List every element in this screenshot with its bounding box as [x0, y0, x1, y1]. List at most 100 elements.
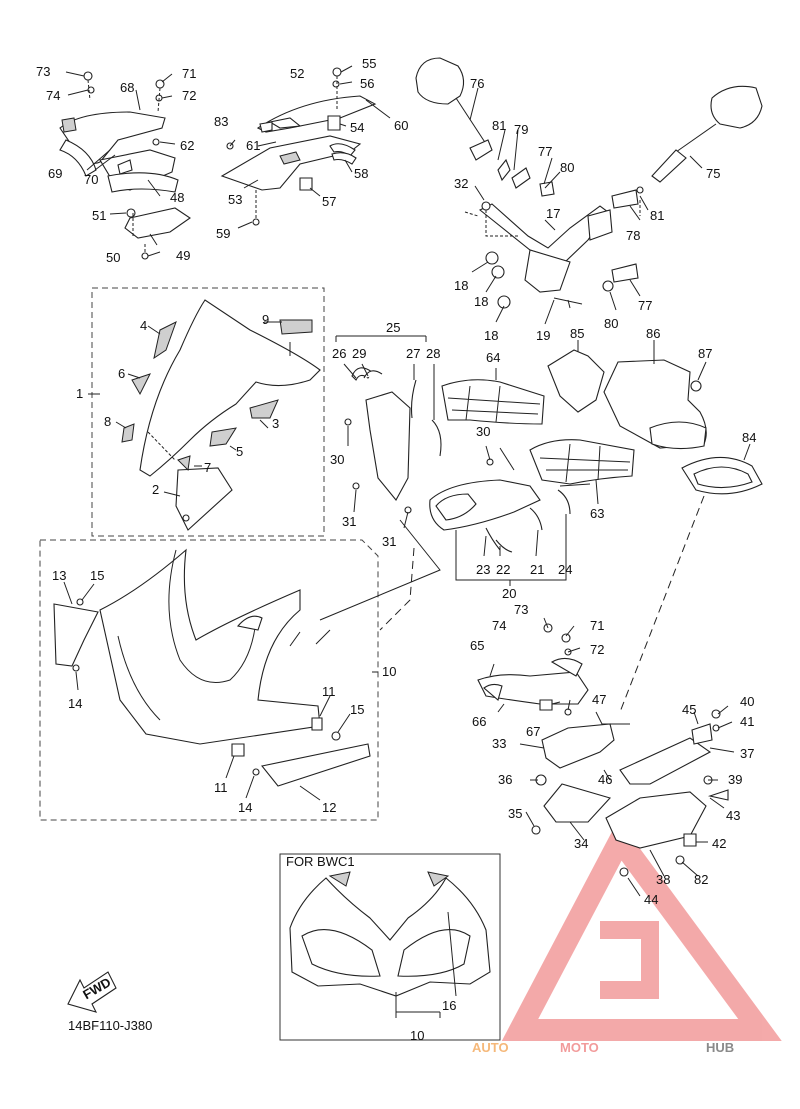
- callout-80: 80: [604, 316, 618, 331]
- callout-77: 77: [538, 144, 552, 159]
- callout-39: 39: [728, 772, 742, 787]
- callout-15: 15: [350, 702, 364, 717]
- callout-20: 20: [502, 586, 516, 601]
- windshield-assembly: [88, 299, 321, 531]
- callout-24: 24: [558, 562, 572, 577]
- callout-1: 1: [76, 386, 83, 401]
- callout-11: 11: [214, 780, 228, 795]
- callout-30: 30: [476, 424, 490, 439]
- callout-79: 79: [514, 122, 528, 137]
- callout-43: 43: [726, 808, 740, 823]
- callout-85: 85: [570, 326, 584, 341]
- callout-74: 74: [46, 88, 60, 103]
- callout-46: 46: [598, 772, 612, 787]
- duct-64: [441, 368, 545, 425]
- callout-25: 25: [386, 320, 400, 335]
- callout-40: 40: [740, 694, 754, 709]
- callout-61: 61: [246, 138, 260, 153]
- side-duct-assembly: [477, 617, 735, 897]
- callout-86: 86: [646, 326, 660, 341]
- callout-35: 35: [508, 806, 522, 821]
- callout-30: 30: [330, 452, 344, 467]
- callout-7: 7: [204, 460, 211, 475]
- callout-14: 14: [68, 696, 82, 711]
- callout-2: 2: [152, 482, 159, 497]
- callout-19: 19: [536, 328, 550, 343]
- callout-38: 38: [656, 872, 670, 887]
- watermark-text: AUTO MOTO HUB: [472, 1040, 734, 1055]
- callout-6: 6: [118, 366, 125, 381]
- callout-76: 76: [470, 76, 484, 91]
- callout-82: 82: [694, 872, 708, 887]
- callout-75: 75: [706, 166, 720, 181]
- upper-bracket-assembly: [59, 71, 191, 260]
- callout-67: 67: [526, 724, 540, 739]
- callout-80: 80: [560, 160, 574, 175]
- watermark-logo: [501, 819, 782, 1041]
- bwc-box: [279, 853, 501, 1041]
- callout-44: 44: [644, 892, 658, 907]
- callout-42: 42: [712, 836, 726, 851]
- callout-14: 14: [238, 800, 252, 815]
- callout-55: 55: [362, 56, 376, 71]
- callout-83: 83: [214, 114, 228, 129]
- watermark-moto: MOTO: [560, 1040, 599, 1055]
- callout-71: 71: [590, 618, 604, 633]
- callout-62: 62: [180, 138, 194, 153]
- callout-26: 26: [332, 346, 346, 361]
- callout-23: 23: [476, 562, 490, 577]
- callout-29: 29: [352, 346, 366, 361]
- callout-12: 12: [322, 800, 336, 815]
- bwc-cowling: [289, 871, 491, 1018]
- callout-32: 32: [454, 176, 468, 191]
- callout-31: 31: [382, 534, 396, 549]
- callout-73: 73: [36, 64, 50, 79]
- callout-15: 15: [90, 568, 104, 583]
- callout-51: 51: [92, 208, 106, 223]
- callout-18: 18: [454, 278, 468, 293]
- callout-52: 52: [290, 66, 304, 81]
- callout-11: 11: [322, 684, 336, 699]
- upper-cowling: [53, 548, 371, 801]
- callout-57: 57: [322, 194, 336, 209]
- callout-60: 60: [394, 118, 408, 133]
- callout-9: 9: [262, 312, 269, 327]
- callout-8: 8: [104, 414, 111, 429]
- callout-17: 17: [546, 206, 560, 221]
- callout-27: 27: [406, 346, 420, 361]
- callout-63: 63: [590, 506, 604, 521]
- callout-48: 48: [170, 190, 184, 205]
- callout-65: 65: [470, 638, 484, 653]
- callout-58: 58: [354, 166, 368, 181]
- callout-59: 59: [216, 226, 230, 241]
- callout-78: 78: [626, 228, 640, 243]
- callout-87: 87: [698, 346, 712, 361]
- callout-81: 81: [492, 118, 506, 133]
- intake-85-86-84: [547, 340, 763, 713]
- duct-63: [529, 439, 635, 505]
- callout-37: 37: [740, 746, 754, 761]
- callout-4: 4: [140, 318, 147, 333]
- diagram-code: 14BF110-J380: [68, 1018, 152, 1033]
- callout-49: 49: [176, 248, 190, 263]
- callout-50: 50: [106, 250, 120, 265]
- callout-18: 18: [474, 294, 488, 309]
- callout-71: 71: [182, 66, 196, 81]
- mirror-stay-assembly: [415, 57, 763, 325]
- callout-31: 31: [342, 514, 356, 529]
- callout-34: 34: [574, 836, 588, 851]
- bwc-caption: FOR BWC1: [286, 854, 355, 869]
- air-duct-assembly: [335, 335, 591, 586]
- callout-10: 10: [410, 1028, 424, 1043]
- callout-72: 72: [182, 88, 196, 103]
- callout-53: 53: [228, 192, 242, 207]
- callout-73: 73: [514, 602, 528, 617]
- callout-41: 41: [740, 714, 754, 729]
- callout-5: 5: [236, 444, 243, 459]
- callout-16: 16: [442, 998, 456, 1013]
- callout-45: 45: [682, 702, 696, 717]
- callout-13: 13: [52, 568, 66, 583]
- watermark-hub: HUB: [706, 1040, 734, 1055]
